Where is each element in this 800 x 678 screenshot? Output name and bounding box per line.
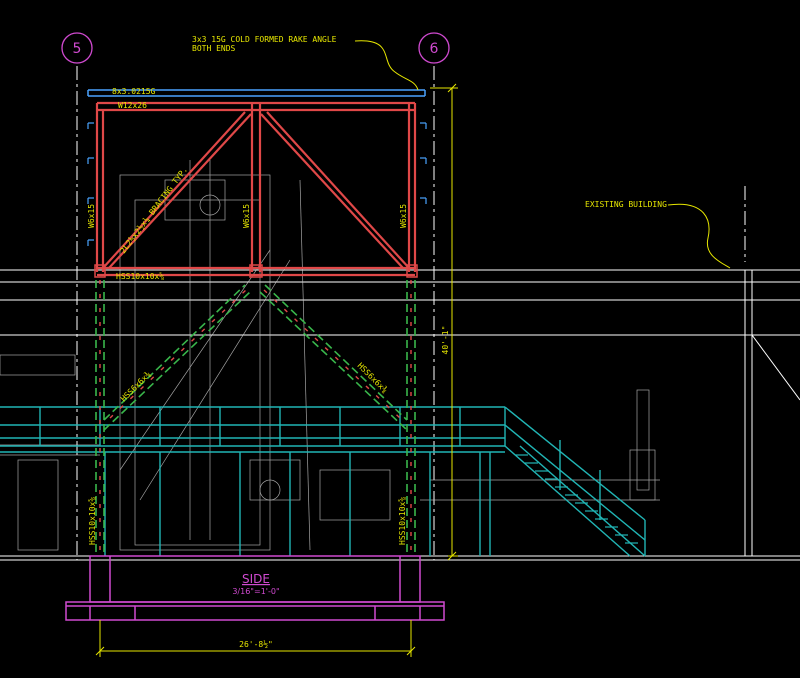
label-top-beam: W12x26 <box>118 101 147 110</box>
rake-angle-leader <box>354 40 419 91</box>
girt-ticks <box>87 122 427 246</box>
label-mid-beam: HSS10x10x⅝ <box>116 272 164 281</box>
lower-frame <box>95 280 416 556</box>
width-dimension-label: 26'-8½" <box>239 639 273 649</box>
view-scale: 3/16"=1'-0" <box>232 587 279 596</box>
grid-line-6: 6 <box>418 32 450 560</box>
label-roof-deck: 8x3.0215G <box>112 87 156 96</box>
label-brace-left: HSS6x6x⅜ <box>119 370 153 404</box>
label-brace-right: HSS6x6x⅜ <box>356 361 390 395</box>
grid-line-5: 5 <box>61 32 93 560</box>
label-base-col-right: HSS10x10x⅝ <box>398 497 407 545</box>
label-bracing-upper: 2L2½x2½x¼ BRACING TYP. <box>118 165 190 256</box>
view-title: SIDE <box>242 572 270 586</box>
grid-bubble-6 <box>418 32 450 64</box>
grid-bubble-5 <box>61 32 93 64</box>
grid-label-6: 6 <box>430 41 439 57</box>
existing-platform <box>0 406 646 557</box>
note-rake-angle-line1: 3x3 15G COLD FORMED RAKE ANGLE <box>192 35 337 44</box>
height-dimension <box>430 83 458 561</box>
label-column-right: W6x15 <box>399 204 408 228</box>
width-dimension <box>95 620 416 657</box>
roof-deck <box>87 89 426 97</box>
label-column-left: W6x15 <box>87 204 96 228</box>
equipment-background <box>0 160 660 551</box>
height-dimension-label: 40'-1" <box>441 326 450 355</box>
foundation <box>65 555 445 621</box>
label-base-col-left: HSS10x10x⅝ <box>88 497 97 545</box>
existing-building-leader <box>667 203 731 269</box>
lower-frame-red <box>99 280 412 556</box>
note-rake-angle-line2: BOTH ENDS <box>192 44 236 53</box>
stair-treads <box>515 454 638 544</box>
grid-label-5: 5 <box>73 41 82 57</box>
label-column-mid: W6x15 <box>242 204 251 228</box>
note-existing-building: EXISTING BUILDING <box>585 200 667 209</box>
upper-frame <box>94 101 418 278</box>
